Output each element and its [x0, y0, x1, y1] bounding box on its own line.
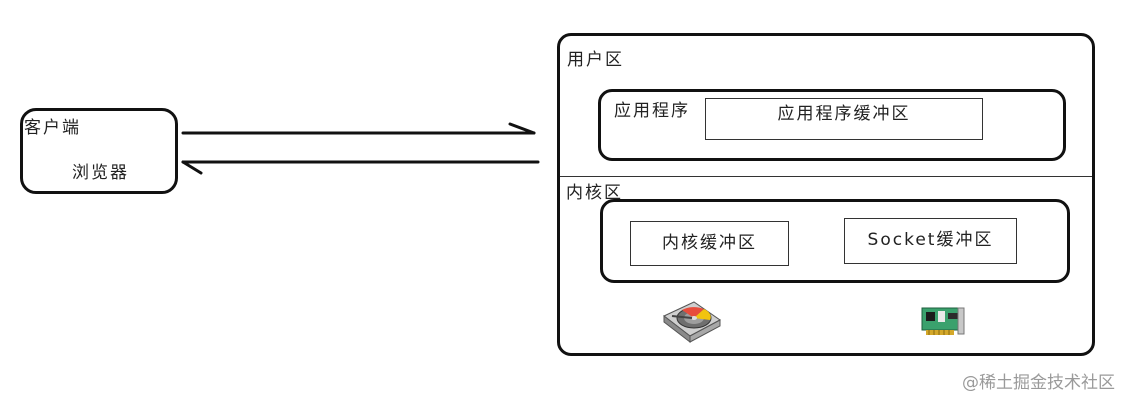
request-arrow-head: [508, 122, 536, 135]
hard-disk-icon: [663, 301, 721, 344]
client-label: 客户端: [24, 118, 81, 138]
browser-label: 浏览器: [72, 163, 129, 183]
response-arrow-head: [181, 160, 203, 175]
network-card-icon: [921, 307, 965, 335]
server-box: [557, 33, 1095, 356]
client-box: [20, 108, 178, 194]
application-box: [598, 89, 1066, 161]
kernel-space-label: 内核区: [566, 183, 623, 203]
socket-buffer: Socket缓冲区: [844, 218, 1017, 264]
application-buffer: 应用程序缓冲区: [705, 98, 983, 140]
kernel-box: [600, 199, 1070, 283]
kernel-buffer: 内核缓冲区: [630, 221, 789, 266]
user-space-label: 用户区: [567, 50, 624, 70]
watermark: @稀土掘金技术社区: [962, 373, 1115, 393]
user-kernel-divider: [560, 176, 1092, 177]
application-label: 应用程序: [614, 101, 690, 121]
